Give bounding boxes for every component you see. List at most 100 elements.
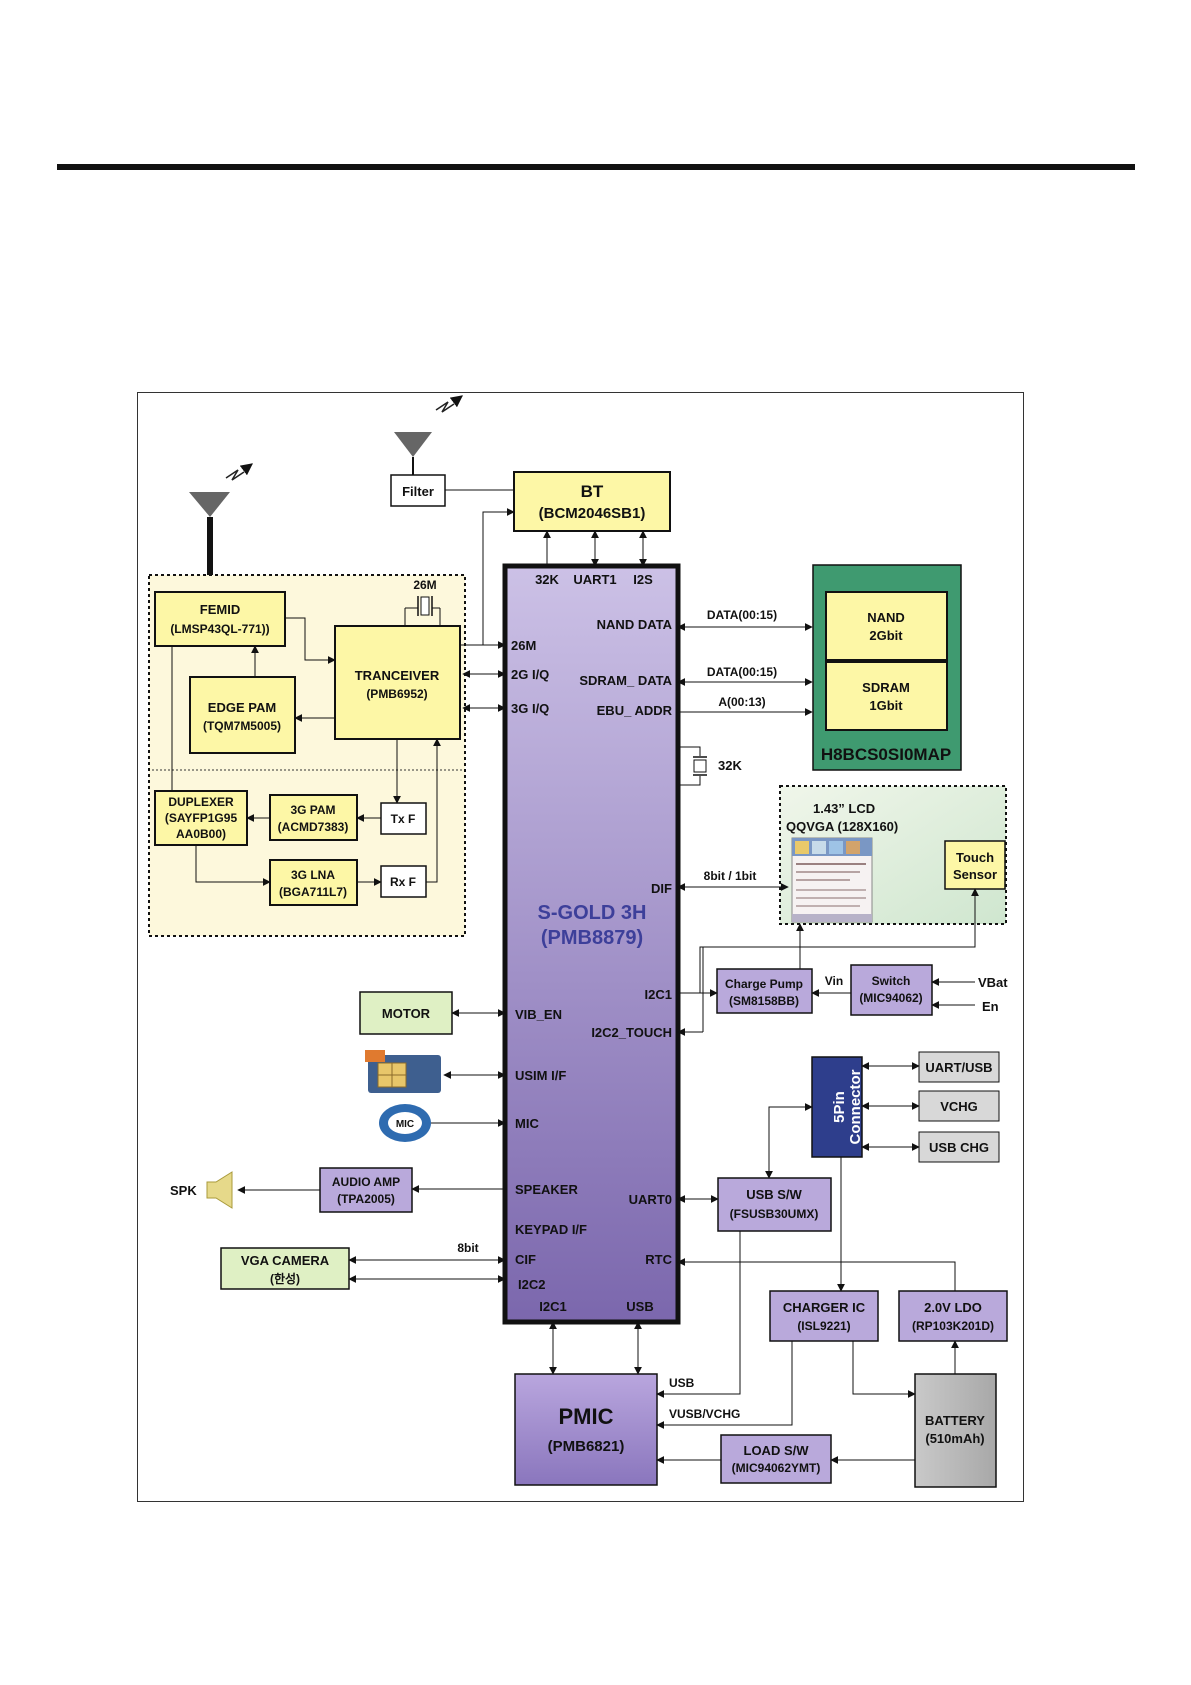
vchg-label: VCHG	[940, 1099, 978, 1114]
camera-box: VGA CAMERA (한성)	[220, 1247, 350, 1290]
soc-pin-labels: 32K UART1 I2S NAND DATA 26M SDRAM_ DATA …	[511, 572, 673, 1314]
pin-cif: CIF	[515, 1252, 536, 1267]
pmic-part: (PMB6821)	[548, 1438, 625, 1455]
bus-addr-label: A(00:13)	[718, 695, 765, 709]
rf-wiring	[171, 508, 515, 886]
pin-uart1: UART1	[573, 572, 616, 587]
pin-nand-data: NAND DATA	[597, 617, 673, 632]
pin-keypad: KEYPAD I/F	[515, 1222, 587, 1237]
lcd-label-2: QQVGA (128X160)	[786, 819, 898, 834]
txf-box: Tx F	[380, 802, 427, 835]
pin-i2c1-bottom: I2C1	[539, 1299, 566, 1314]
motor-box: MOTOR	[359, 991, 453, 1035]
pin-2g-iq: 2G I/Q	[511, 667, 549, 682]
display-module: 1.43” LCD QQVGA (128X160) Touch Sensor	[779, 785, 1007, 925]
pmic-chip: PMIC (PMB6821)	[514, 1373, 658, 1486]
femid-chip: FEMID (LMSP43QL-771))	[154, 591, 286, 647]
pin-32k: 32K	[535, 572, 559, 587]
sdram-size: 1Gbit	[869, 698, 903, 713]
connector-label-2: Connector	[847, 1069, 864, 1144]
switch-part: (MIC94062)	[859, 991, 922, 1005]
pin-usb: USB	[626, 1299, 653, 1314]
femid-part: (LMSP43QL-771))	[170, 622, 269, 636]
usb-sw-part: (FSUSB30UMX)	[730, 1207, 819, 1221]
lna-3g-part: (BGA711L7)	[279, 885, 347, 899]
usb-chg-label: USB CHG	[929, 1140, 989, 1155]
bus-sdram-label: DATA(00:15)	[707, 665, 777, 679]
bt-name: BT	[581, 482, 604, 501]
bt-antenna-icon	[394, 395, 463, 475]
charge-pump-name: Charge Pump	[725, 977, 803, 991]
duplexer-name: DUPLEXER	[168, 795, 234, 809]
bt-part: (BCM2046SB1)	[539, 505, 646, 522]
audio-amp-part: (TPA2005)	[337, 1192, 395, 1206]
soc-name: S-GOLD 3H	[538, 902, 647, 924]
edge-pam-chip: EDGE PAM (TQM7M5005)	[189, 676, 296, 754]
rxf-label: Rx F	[390, 875, 416, 889]
soc-bt-links	[543, 530, 647, 567]
mic-icon-label: MIC	[396, 1119, 414, 1130]
filter-box: Filter	[390, 474, 446, 507]
lcd-label-1: 1.43” LCD	[813, 801, 875, 816]
pin-usim: USIM I/F	[515, 1068, 566, 1083]
load-switch-chip: LOAD S/W (MIC94062YMT)	[720, 1434, 832, 1484]
ldo-part: (RP103K201D)	[912, 1319, 994, 1333]
filter-label: Filter	[402, 484, 434, 499]
bt-chip: BT (BCM2046SB1)	[513, 471, 671, 532]
soc-part: (PMB8879)	[541, 927, 643, 949]
battery-capacity: (510mAh)	[925, 1431, 984, 1446]
spk-label: SPK	[170, 1183, 197, 1198]
pin-i2c2: I2C2	[518, 1277, 545, 1292]
touch-label-2: Sensor	[953, 867, 997, 882]
pin-i2c1: I2C1	[645, 987, 672, 1002]
txf-label: Tx F	[391, 812, 416, 826]
mic-icon: MIC	[379, 1104, 431, 1142]
duplexer-part2: AA0B00)	[176, 827, 226, 841]
lna-3g-name: 3G LNA	[291, 868, 335, 882]
main-antenna-icon	[189, 463, 253, 593]
battery: BATTERY (510mAh)	[914, 1373, 997, 1488]
usb-switch-chip: USB S/W (FSUSB30UMX)	[717, 1177, 832, 1232]
femid-name: FEMID	[200, 602, 240, 617]
pin-dif: DIF	[651, 881, 672, 896]
sdram-name: SDRAM	[862, 680, 910, 695]
pmic-vusb-label: VUSB/VCHG	[669, 1407, 740, 1421]
bus-nand-label: DATA(00:15)	[707, 608, 777, 622]
pin-i2s: I2S	[633, 572, 653, 587]
crystal-26m-icon: 26M	[404, 578, 441, 626]
pin-sdram-data: SDRAM_ DATA	[579, 673, 672, 688]
pam-3g-name: 3G PAM	[290, 803, 335, 817]
charge-pump-part: (SM8158BB)	[729, 994, 799, 1008]
charger-ic-name: CHARGER IC	[783, 1300, 866, 1315]
vbat-label: VBat	[978, 975, 1008, 990]
memory-bus-labels: DATA(00:15) DATA(00:15) A(00:13)	[707, 608, 777, 709]
audio-amp-chip: AUDIO AMP (TPA2005)	[319, 1167, 413, 1213]
pin-26m: 26M	[511, 638, 536, 653]
connector-label-1: 5Pin	[831, 1091, 848, 1123]
motor-label: MOTOR	[382, 1006, 431, 1021]
pin-rtc: RTC	[645, 1252, 672, 1267]
pin-3g-iq: 3G I/Q	[511, 701, 549, 716]
power-display-wiring	[677, 888, 979, 1036]
pin-uart0: UART0	[629, 1192, 672, 1207]
duplexer-chip: DUPLEXER (SAYFP1G95 AA0B00)	[154, 790, 248, 846]
camera-name: VGA CAMERA	[241, 1253, 330, 1268]
tranceiver-name: TRANCEIVER	[355, 668, 440, 683]
speaker-icon	[206, 1171, 233, 1209]
pin-i2c2-touch: I2C2_TOUCH	[591, 1025, 672, 1040]
dif-bus-label: 8bit / 1bit	[704, 869, 757, 883]
duplexer-part: (SAYFP1G95	[165, 811, 238, 825]
usb-connector: 5Pin Connector	[811, 1056, 864, 1158]
memory-buses	[677, 623, 813, 716]
edge-pam-name: EDGE PAM	[208, 700, 276, 715]
memory-package: NAND 2Gbit SDRAM 1Gbit H8BCS0SI0MAP	[812, 564, 962, 771]
vchg-port: VCHG	[918, 1090, 1000, 1122]
en-label: En	[982, 999, 999, 1014]
pin-mic: MIC	[515, 1116, 539, 1131]
audio-amp-name: AUDIO AMP	[332, 1175, 400, 1189]
uart-usb-label: UART/USB	[925, 1060, 992, 1075]
rxf-box: Rx F	[380, 865, 427, 898]
switch-name: Switch	[872, 974, 911, 988]
charger-ic-chip: CHARGER IC (ISL9221)	[769, 1290, 879, 1342]
camera-bus-label: 8bit	[457, 1241, 478, 1255]
